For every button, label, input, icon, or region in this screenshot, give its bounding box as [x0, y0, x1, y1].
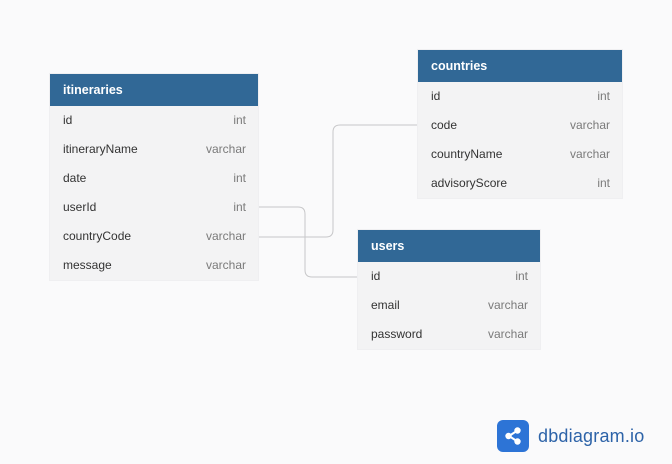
field-row[interactable]: countryName varchar [418, 140, 622, 169]
field-name: userId [63, 200, 97, 214]
field-type: int [515, 269, 528, 283]
field-type: int [597, 89, 610, 103]
field-type: varchar [569, 147, 610, 161]
table-countries[interactable]: countries id int code varchar countryNam… [418, 50, 622, 198]
field-type: varchar [569, 118, 610, 132]
field-type: int [597, 176, 610, 190]
field-row[interactable]: countryCode varchar [50, 222, 258, 251]
field-row[interactable]: id int [358, 262, 540, 291]
field-name: password [371, 327, 423, 341]
relation-countrycode-to-code[interactable] [258, 124, 418, 238]
field-name: countryName [431, 147, 503, 161]
field-name: date [63, 171, 87, 185]
field-row[interactable]: date int [50, 164, 258, 193]
table-header[interactable]: countries [418, 50, 622, 82]
table-header[interactable]: itineraries [50, 74, 258, 106]
field-type: varchar [205, 258, 246, 272]
field-name: advisoryScore [431, 176, 508, 190]
table-users[interactable]: users id int email varchar password varc… [358, 230, 540, 349]
field-type: varchar [205, 142, 246, 156]
field-name: code [431, 118, 458, 132]
field-name: message [63, 258, 112, 272]
logo-text: dbdiagram.io [538, 425, 645, 446]
field-row[interactable]: id int [50, 106, 258, 135]
field-row[interactable]: password varchar [358, 320, 540, 349]
table-header[interactable]: users [358, 230, 540, 262]
dbdiagram-logo[interactable]: dbdiagram.io [497, 420, 644, 452]
field-name: id [63, 113, 73, 127]
field-row[interactable]: advisoryScore int [418, 169, 622, 198]
field-type: varchar [205, 229, 246, 243]
field-name: id [371, 269, 381, 283]
field-type: varchar [487, 298, 528, 312]
field-type: varchar [487, 327, 528, 341]
table-itineraries[interactable]: itineraries id int itineraryName varchar… [50, 74, 258, 280]
field-type: int [233, 171, 246, 185]
field-row[interactable]: message varchar [50, 251, 258, 280]
field-row[interactable]: email varchar [358, 291, 540, 320]
field-row[interactable]: userId int [50, 193, 258, 222]
field-name: id [431, 89, 441, 103]
field-row[interactable]: code varchar [418, 111, 622, 140]
share-nodes-icon [497, 420, 529, 452]
field-row[interactable]: id int [418, 82, 622, 111]
field-type: int [233, 113, 246, 127]
field-row[interactable]: itineraryName varchar [50, 135, 258, 164]
field-name: itineraryName [63, 142, 138, 156]
field-type: int [233, 200, 246, 214]
field-name: email [371, 298, 400, 312]
field-name: countryCode [63, 229, 132, 243]
relation-userid-to-users-id[interactable] [258, 206, 358, 278]
